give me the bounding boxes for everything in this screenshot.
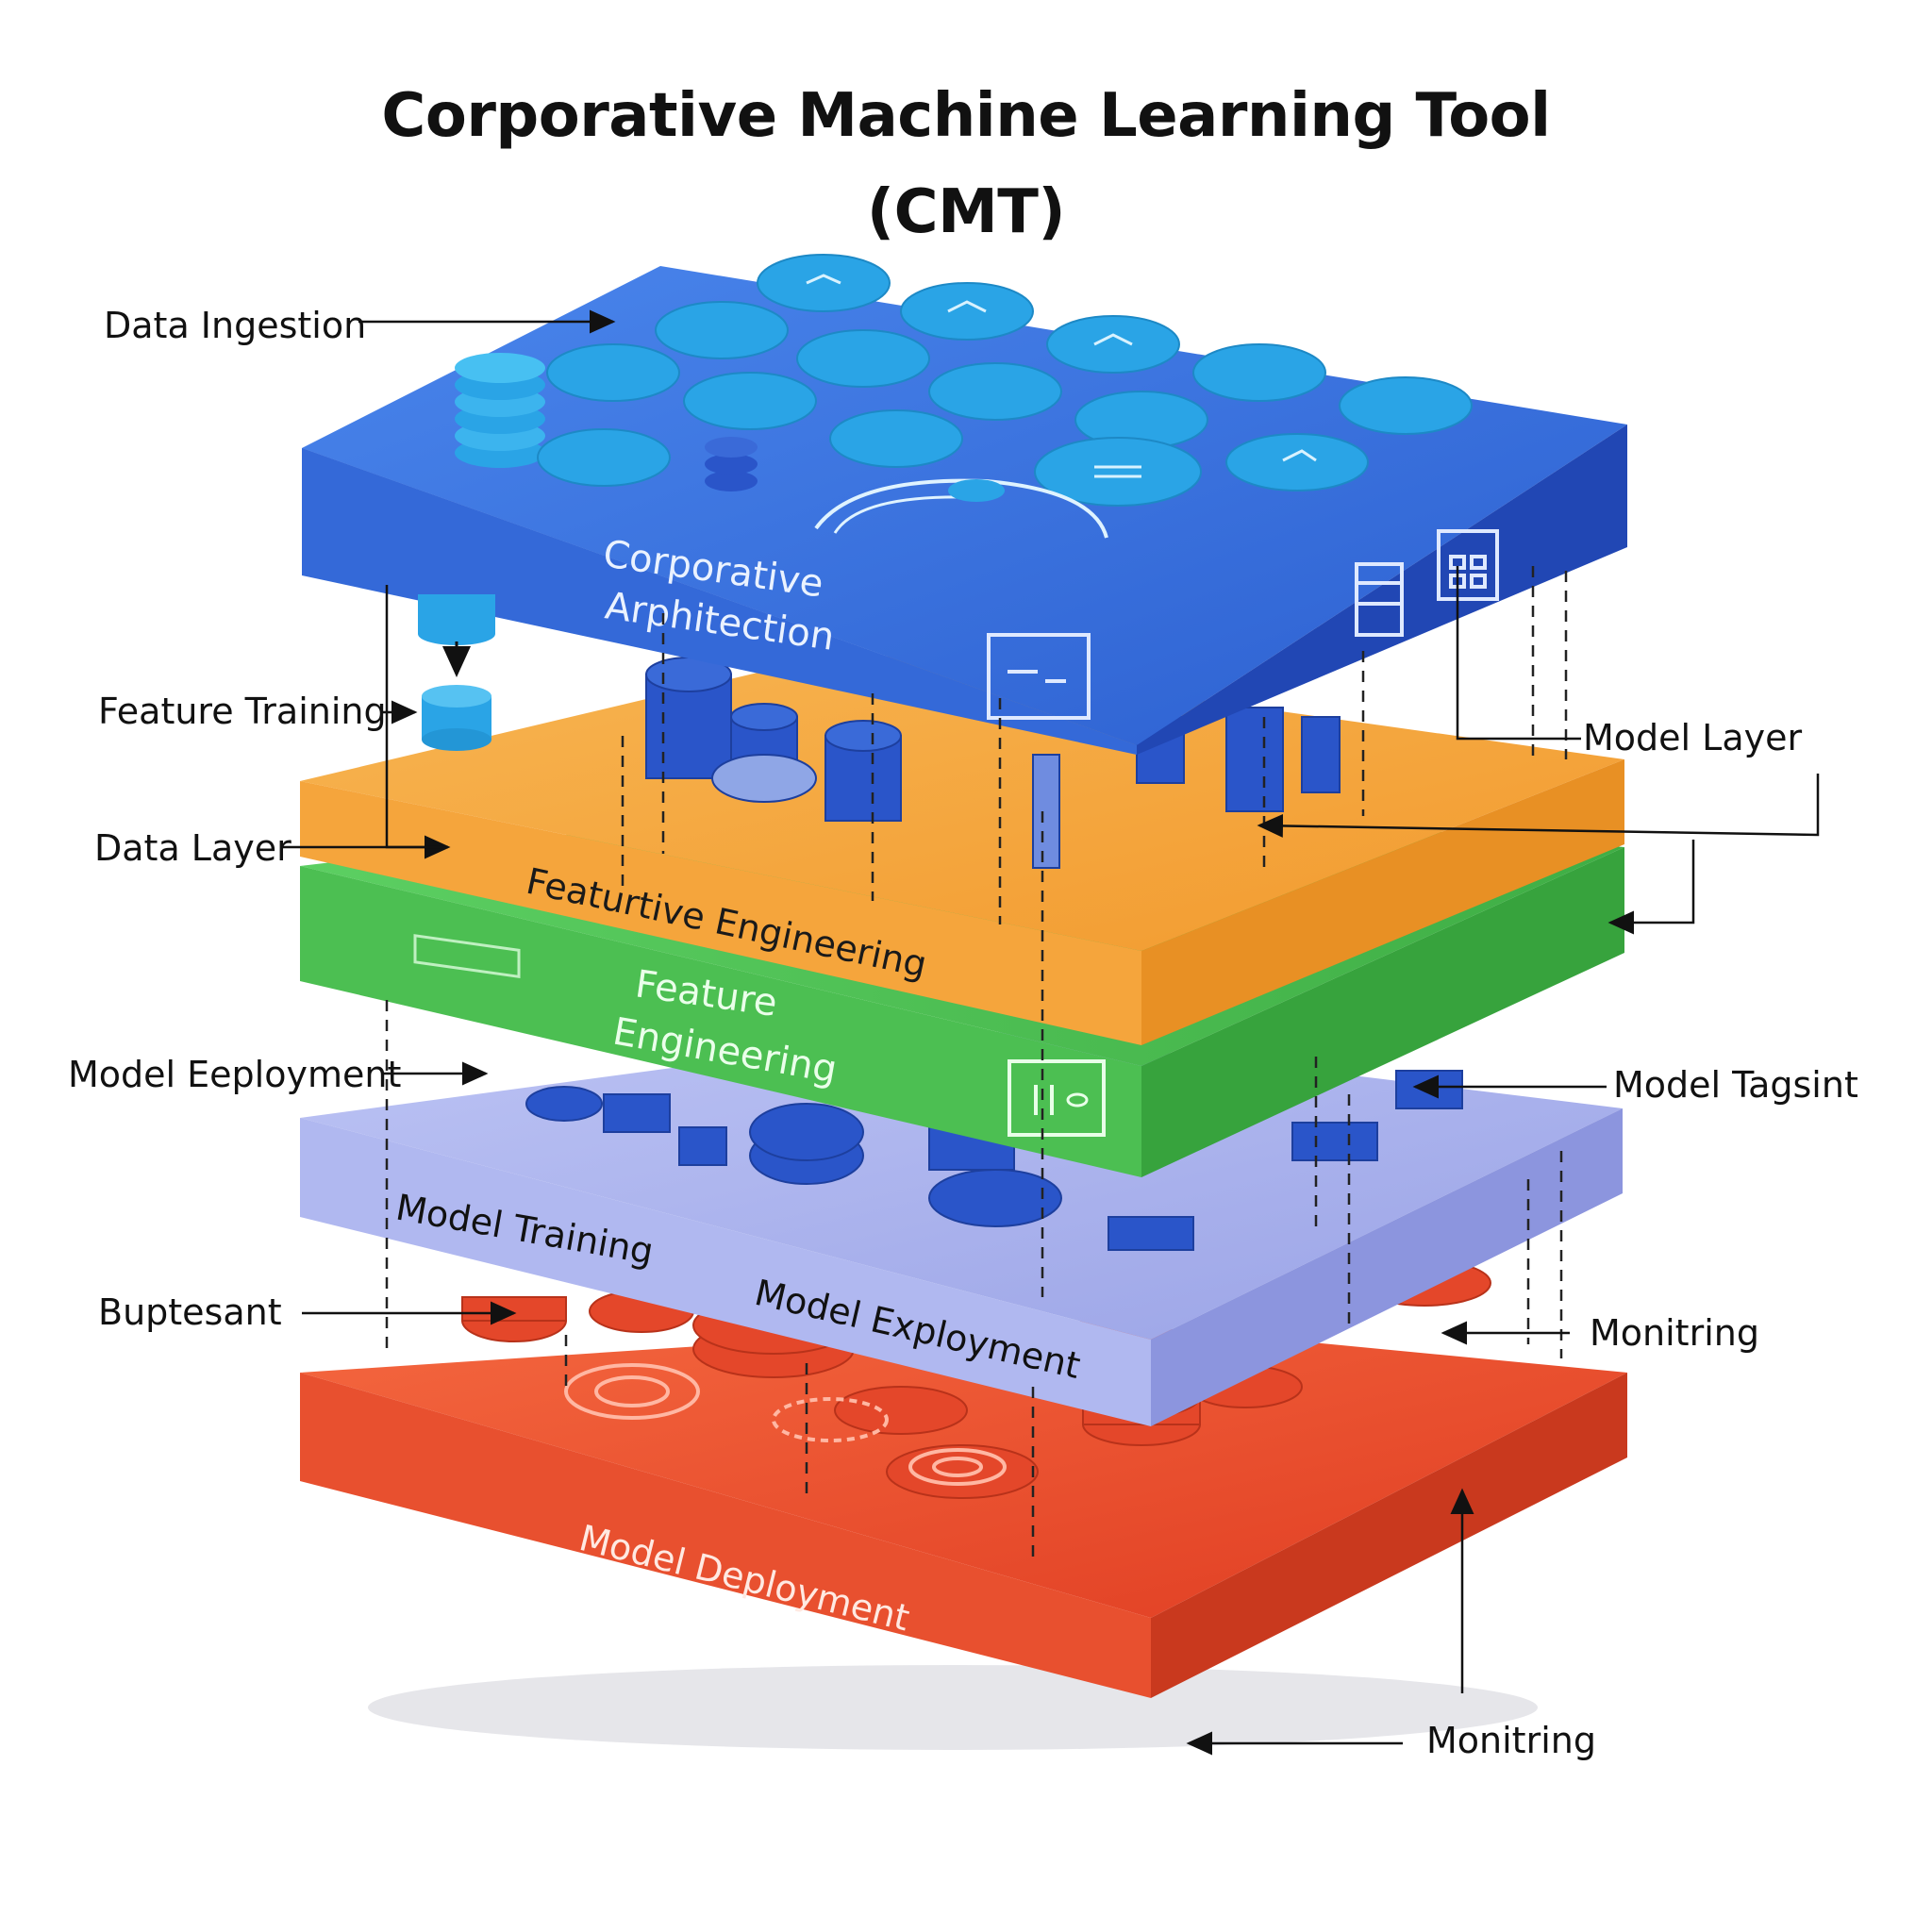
callout-data-layer: Data Layer: [94, 827, 291, 869]
callout-monitring-2: Monitring: [1426, 1720, 1596, 1761]
callout-data-ingestion: Data Ingestion: [104, 305, 367, 346]
blue-components: [525, 1070, 1463, 1251]
callout-leaders: [283, 309, 1820, 1756]
green-panel-icon: [1008, 1059, 1106, 1137]
pipes-and-gears: [645, 657, 1341, 869]
feature-training-cylinders: [418, 594, 495, 751]
callout-model-tagsint: Model Tagsint: [1613, 1064, 1858, 1106]
floor-shadow: [368, 1665, 1538, 1750]
diagram-title: Corporative Machine Learning Tool: [381, 81, 1551, 151]
featurtive-engineering-layer: Featurtive Engineering: [300, 651, 1624, 1045]
disc-grid: [537, 254, 1473, 507]
callout-model-layer: Model Layer: [1583, 717, 1803, 758]
server-rack-icon: [1355, 562, 1404, 637]
cycle-icon: [814, 478, 1108, 539]
dashed-guides: [385, 566, 1568, 1561]
small-database-icon: [705, 437, 758, 491]
callout-feature-training: Feature Training: [98, 691, 387, 732]
diagram-subtitle: (CMT): [866, 177, 1066, 247]
database-stack-icon: [455, 353, 545, 468]
dashboard-panel-icon: [987, 633, 1091, 720]
callout-model-eeployment: Model Eeployment: [68, 1054, 402, 1095]
callout-buptesant: Buptesant: [98, 1291, 282, 1333]
corporative-architecture-layer: Corporative Arphitection: [302, 254, 1627, 755]
callout-monitring-1: Monitring: [1590, 1312, 1759, 1354]
